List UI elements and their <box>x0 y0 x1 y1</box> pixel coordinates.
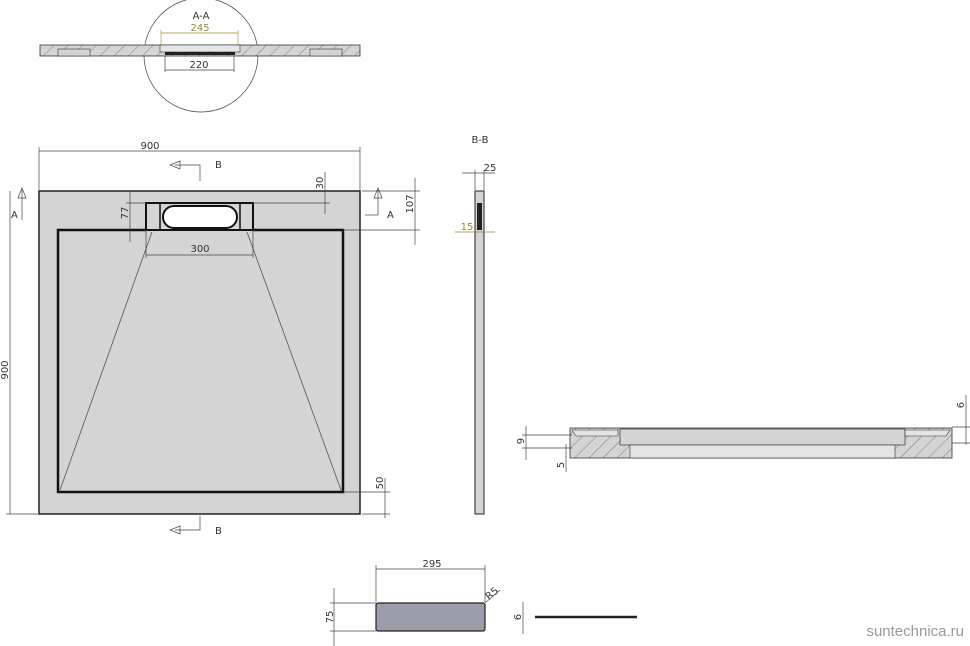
dim-height-900: 900 <box>0 360 11 379</box>
watermark: suntechnica.ru <box>866 623 964 640</box>
section-mark-a-right: A <box>387 210 394 221</box>
dim-30: 30 <box>315 177 326 190</box>
dim-295: 295 <box>422 559 441 570</box>
dim-300: 300 <box>190 244 209 255</box>
dim-245: 245 <box>190 23 209 34</box>
dim-220: 220 <box>189 60 208 71</box>
dim-25: 25 <box>484 163 497 174</box>
dim-15: 15 <box>461 222 474 233</box>
section-mark-b-top: B <box>215 160 222 171</box>
dim-50: 50 <box>375 477 386 490</box>
section-mark-b-bottom: B <box>215 526 222 537</box>
dim-107: 107 <box>405 194 416 213</box>
profile-view: 9 5 6 <box>516 395 970 472</box>
dim-9: 9 <box>516 438 527 444</box>
dim-75: 75 <box>325 611 336 624</box>
drain-slot <box>162 205 238 229</box>
dim-6-profile: 6 <box>956 402 967 408</box>
grate-plate <box>375 602 486 632</box>
dim-5: 5 <box>556 462 567 468</box>
grate-view: 295 R5 75 6 <box>325 559 637 646</box>
section-bb: B-B 25 15 <box>455 135 497 515</box>
section-aa-title: A-A <box>193 11 210 22</box>
plan-view: 900 900 A A B B 300 77 30 107 <box>0 141 420 537</box>
dim-r5: R5 <box>484 586 501 603</box>
section-mark-a-left: A <box>11 210 18 221</box>
dim-77: 77 <box>120 207 131 220</box>
dim-6-grate: 6 <box>513 614 524 620</box>
section-bb-title: B-B <box>472 135 489 146</box>
section-aa: A-A 245 220 <box>39 0 361 113</box>
dim-width-900: 900 <box>140 141 159 152</box>
